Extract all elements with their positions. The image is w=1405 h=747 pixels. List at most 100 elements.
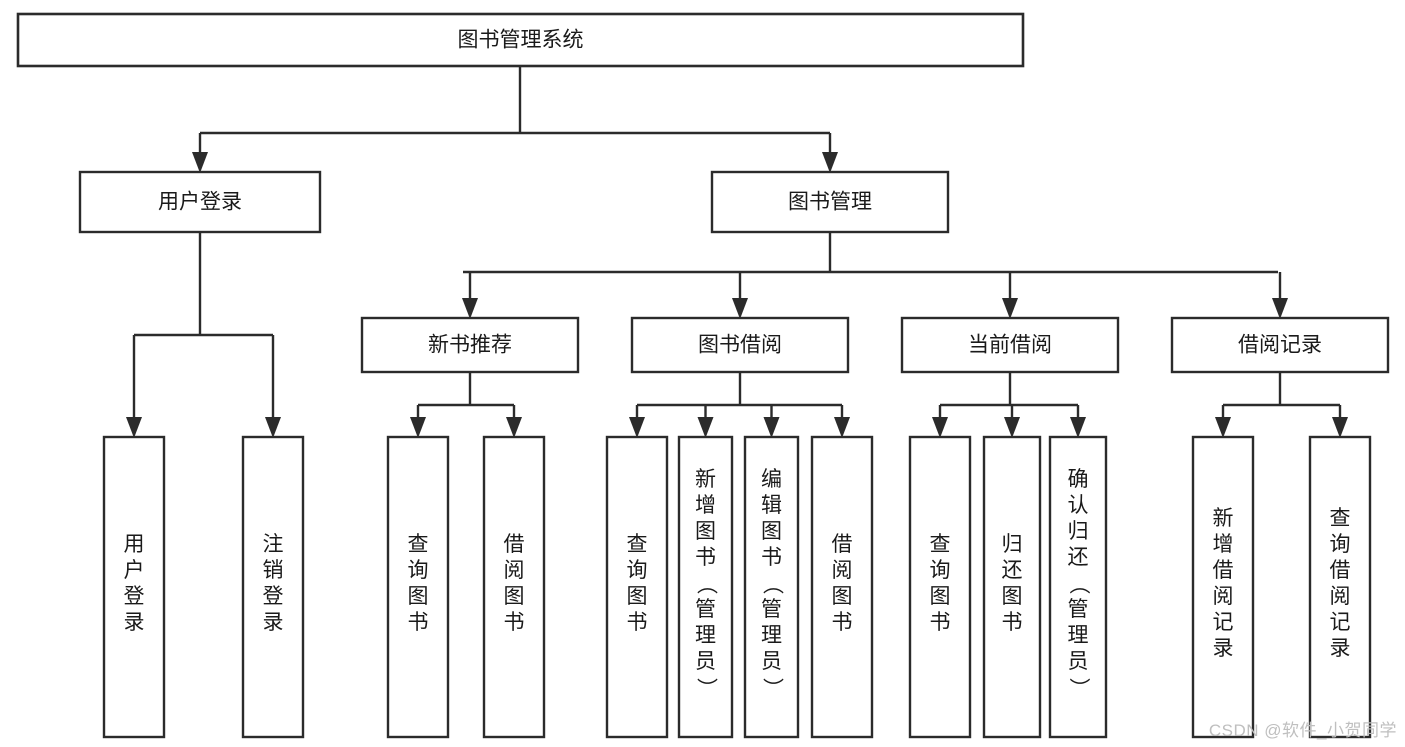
node-label-l_edit_book-char: 图 — [761, 520, 782, 543]
node-n_new_book[interactable]: 新书推荐 — [360, 316, 580, 374]
node-label-l_edit_book-char: ） — [761, 678, 784, 699]
edge-root-to-n_user_login — [192, 133, 208, 173]
node-n_borrow[interactable]: 图书借阅 — [630, 316, 850, 374]
node-label-l_query_rec-char: 录 — [1330, 637, 1351, 660]
node-box-n_current — [900, 316, 1120, 374]
node-label-l_confirm-char: ） — [1067, 678, 1090, 699]
node-label-l_add_book-char: 新 — [695, 468, 716, 491]
edge-n_book_mgmt-to-n_current — [1002, 272, 1018, 319]
node-label-l_return-char: 归 — [1002, 533, 1023, 556]
node-label-l_edit_book-char: 理 — [761, 624, 782, 647]
node-label-l_query1-char: 询 — [408, 559, 429, 582]
node-label-l_query_rec-char: 记 — [1330, 611, 1351, 634]
node-label-l_return-char: 图 — [1002, 585, 1023, 608]
node-label-l_add_book-char: 理 — [695, 624, 716, 647]
node-box-l_edit_book — [743, 435, 800, 739]
node-box-l_add_book — [677, 435, 734, 739]
node-box-l_query3 — [908, 435, 972, 739]
node-root[interactable]: 图书管理系统 — [16, 12, 1025, 68]
edge-n_current-to-l_return — [1004, 405, 1020, 438]
node-box-l_user_login — [102, 435, 166, 739]
node-label-l_edit_book-char: 编 — [761, 468, 782, 491]
node-label-l_query2-char: 询 — [627, 559, 648, 582]
node-label-l_confirm-char: 确 — [1068, 468, 1089, 491]
node-label-n_new_book: 新书推荐 — [428, 334, 512, 357]
node-label-l_add_rec-char: 记 — [1213, 611, 1234, 634]
node-label-l_add_book-char: 管 — [695, 598, 716, 621]
edge-n_new_book-to-l_borrow1 — [506, 405, 522, 438]
node-label-l_query3-char: 图 — [930, 585, 951, 608]
node-label-l_query3-char: 询 — [930, 559, 951, 582]
node-label-l_borrow2-char: 图 — [832, 585, 853, 608]
node-label-l_query1-char: 书 — [408, 611, 429, 634]
node-label-l_edit_book-char: 书 — [761, 546, 782, 569]
node-box-l_query2 — [605, 435, 669, 739]
connector-root-bus — [200, 66, 830, 135]
node-label-n_record: 借阅记录 — [1238, 334, 1322, 357]
node-label-root: 图书管理系统 — [458, 29, 584, 52]
node-label-n_current: 当前借阅 — [968, 334, 1052, 357]
node-label-l_query2-char: 书 — [627, 611, 648, 634]
node-label-l_confirm-char: 还 — [1068, 546, 1089, 569]
connector-current-bus — [940, 372, 1078, 407]
node-label-n_book_mgmt: 图书管理 — [788, 191, 872, 214]
node-n_book_mgmt[interactable]: 图书管理 — [710, 170, 950, 234]
node-label-l_logout-char: 登 — [263, 585, 284, 608]
connector-record-bus — [1223, 372, 1340, 407]
node-box-l_return — [982, 435, 1042, 739]
node-label-l_confirm-char: 管 — [1068, 598, 1089, 621]
node-label-l_edit_book-char: 员 — [761, 650, 782, 673]
node-label-l_query_rec-char: 阅 — [1330, 585, 1351, 608]
node-n_current[interactable]: 当前借阅 — [900, 316, 1120, 374]
node-label-n_borrow: 图书借阅 — [698, 334, 782, 357]
edge-n_book_mgmt-to-n_borrow — [732, 272, 748, 319]
edge-root-to-n_book_mgmt — [822, 133, 838, 173]
edge-n_record-to-l_add_rec — [1215, 405, 1231, 438]
node-label-l_query2-char: 查 — [627, 533, 648, 556]
node-l_user_login[interactable]: 用户登录 — [102, 435, 166, 739]
node-label-l_logout-char: 录 — [263, 611, 284, 634]
edge-n_book_mgmt-to-n_new_book — [462, 272, 478, 319]
node-label-l_confirm-char: 理 — [1068, 624, 1089, 647]
node-label-l_add_rec-char: 借 — [1213, 559, 1234, 582]
node-label-l_add_book-char: ） — [695, 678, 718, 699]
node-label-l_user_login-char: 户 — [124, 559, 145, 582]
edge-n_book_mgmt-to-n_record — [1272, 272, 1288, 319]
edge-n_user_login-to-l_logout — [265, 335, 281, 438]
connector-user-login-bus — [134, 232, 273, 337]
node-n_user_login[interactable]: 用户登录 — [78, 170, 322, 234]
edge-n_record-to-l_query_rec — [1332, 405, 1348, 438]
node-box-l_query_rec — [1308, 435, 1372, 739]
node-box-l_logout — [241, 435, 305, 739]
node-label-l_add_book-char: 书 — [695, 546, 716, 569]
node-box-l_borrow2 — [810, 435, 874, 739]
connector-layer — [126, 66, 1348, 438]
node-box-n_new_book — [360, 316, 580, 374]
node-layer: 图书管理系统用户登录图书管理新书推荐图书借阅当前借阅借阅记录用户登录注销登录查询… — [16, 12, 1390, 739]
node-label-l_add_book-char: 增 — [695, 494, 716, 517]
node-label-l_query3-char: 查 — [930, 533, 951, 556]
node-label-l_query_rec-char: 查 — [1330, 507, 1351, 530]
node-label-l_add_book-char: （ — [695, 574, 718, 595]
node-box-l_query1 — [386, 435, 450, 739]
node-n_record[interactable]: 借阅记录 — [1170, 316, 1390, 374]
node-label-l_edit_book-char: （ — [761, 574, 784, 595]
node-label-l_borrow1-char: 借 — [504, 533, 525, 556]
node-label-l_add_rec-char: 新 — [1213, 507, 1234, 530]
edge-n_new_book-to-l_query1 — [410, 405, 426, 438]
edge-n_current-to-l_query3 — [932, 405, 948, 438]
node-box-n_record — [1170, 316, 1390, 374]
